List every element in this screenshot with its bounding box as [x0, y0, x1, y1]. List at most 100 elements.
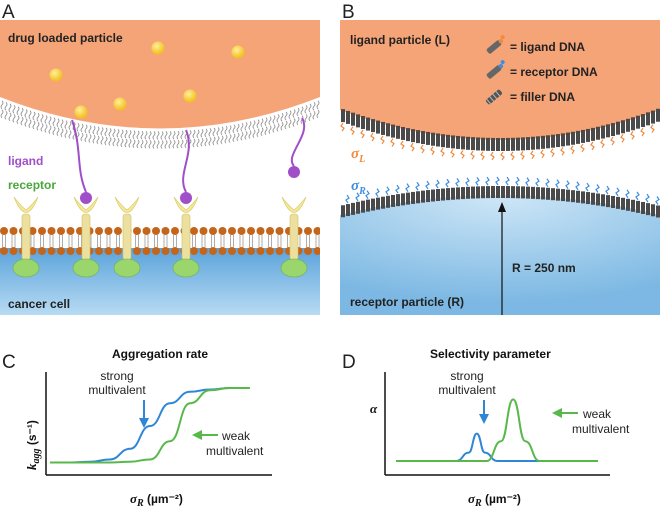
filler-dna	[516, 137, 520, 151]
lipid-tail	[168, 140, 172, 149]
ligand-tether	[71, 119, 87, 193]
lipid-head	[313, 247, 320, 255]
filler-dna	[611, 123, 615, 137]
receptor-dna-strand	[625, 189, 630, 199]
ligand-dna-strand	[620, 133, 625, 143]
filler-dna	[626, 198, 630, 211]
lipid-head	[57, 227, 65, 235]
filler-dna	[476, 137, 480, 151]
filler-dna	[566, 189, 570, 202]
filler-dna	[486, 186, 490, 199]
filler-dna	[386, 123, 390, 137]
receptor-dna-strand	[385, 186, 390, 196]
lipid-tail	[220, 135, 224, 145]
filler-dna	[366, 117, 370, 131]
lipid-tail	[260, 127, 264, 136]
receptor-dna-strand	[475, 177, 480, 186]
filler-dna	[421, 190, 425, 203]
legend-filler-dna: = filler DNA	[510, 90, 575, 104]
ligand-dna-strand	[470, 150, 475, 160]
sigma-r-label: σR	[351, 178, 366, 197]
lipid-tail	[48, 116, 52, 125]
lipid-tail	[252, 129, 256, 138]
lipid-head	[171, 227, 179, 235]
lipid-tail	[80, 123, 84, 133]
filler-dna	[476, 186, 480, 199]
lipid-tail	[144, 139, 148, 149]
lipid-tail	[308, 103, 312, 113]
filler-dna	[351, 202, 355, 215]
filler-dna	[521, 137, 525, 151]
radius-label: R = 250 nm	[512, 261, 576, 275]
filler-dna	[451, 187, 455, 200]
ligand-dna-strand	[340, 122, 345, 132]
filler-dna	[616, 196, 620, 209]
lipid-head	[275, 247, 284, 255]
ligand-dna-strand	[420, 144, 425, 154]
drug-molecule	[151, 41, 165, 55]
lipid-head	[209, 247, 217, 255]
lipid-tail	[52, 126, 56, 135]
filler-dna	[486, 137, 490, 151]
lipid-tail	[264, 117, 268, 126]
lipid-tail	[272, 124, 276, 133]
filler-dna	[471, 186, 475, 199]
ligand-dna-strand	[580, 143, 585, 153]
lipid-head	[95, 247, 103, 255]
chart-d-strong-label-2: multivalent	[438, 383, 496, 397]
lipid-tail	[208, 128, 212, 137]
lipid-tail	[292, 109, 296, 118]
drug-molecule	[49, 68, 63, 82]
filler-dna	[581, 129, 585, 143]
lipid-tail	[132, 130, 136, 139]
filler-dna	[446, 134, 450, 148]
filler-dna	[571, 190, 575, 203]
filler-dna	[541, 187, 545, 200]
lipid-tail	[244, 122, 248, 131]
filler-dna	[531, 136, 535, 150]
lipid-tail	[220, 126, 224, 136]
receptor-label: receptor	[8, 178, 56, 192]
receptor-dna-strand	[465, 177, 470, 187]
lipid-head	[28, 227, 37, 235]
lipid-tail	[268, 125, 272, 134]
ligand-dna-strand	[630, 130, 635, 140]
filler-dna	[606, 124, 610, 138]
lipid-head	[104, 247, 113, 255]
lipid-tail	[112, 128, 116, 138]
lipid-tail	[232, 124, 236, 134]
filler-dna	[556, 188, 560, 201]
lipid-head	[256, 227, 265, 235]
lipid-tail	[52, 117, 56, 126]
lipid-head	[114, 227, 122, 235]
lipid-tail	[156, 140, 160, 149]
lipid-head	[256, 247, 265, 255]
lipid-head	[218, 247, 227, 255]
receptor-head	[281, 196, 307, 213]
lipid-tail	[128, 130, 132, 139]
filler-dna	[441, 188, 445, 201]
ligand-head	[180, 192, 192, 204]
panel-d-letter: D	[342, 352, 356, 373]
lipid-tail	[168, 131, 172, 140]
filler-dna	[586, 128, 590, 142]
lipid-tail	[280, 112, 284, 122]
receptor-dna-strand	[505, 176, 510, 186]
receptor-stalk	[81, 213, 91, 261]
ligand-dna-strand	[510, 151, 515, 161]
lipid-tail	[204, 137, 208, 147]
chart-d-x-label: σR (µm⁻²)	[468, 491, 521, 509]
lipid-tail	[216, 136, 220, 145]
lipid-tail	[60, 128, 64, 137]
lipid-tail	[116, 138, 120, 147]
filler-dna	[551, 134, 555, 148]
lipid-tail	[212, 136, 216, 146]
lipid-tail	[28, 119, 32, 128]
ligand-dna-strand	[390, 138, 395, 147]
lipid-tail	[176, 130, 180, 140]
drug-molecules	[49, 41, 245, 119]
filler-dna	[346, 110, 350, 124]
lipid-tail	[216, 127, 220, 136]
lipid-head	[304, 247, 312, 255]
